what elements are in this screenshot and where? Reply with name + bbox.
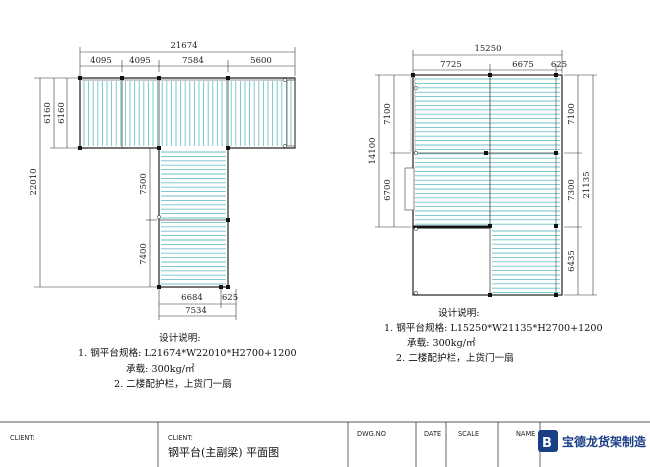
right-dim-left-seg: 7100 (383, 103, 393, 125)
left-columns (78, 76, 230, 289)
right-dim-left-overall: 14100 (368, 137, 378, 164)
company-logo: B 宝德龙货架制造 (538, 430, 647, 452)
logo-mark (538, 430, 558, 452)
column (78, 76, 82, 80)
left-notes-load: 承载: 300kg/㎡ (126, 363, 195, 375)
company-name: 宝德龙货架制造 (562, 434, 647, 449)
left-mid-dimensions (146, 148, 157, 287)
column-base (283, 144, 287, 148)
left-top-dimensions (79, 47, 296, 76)
logo-letter: B (542, 436, 552, 451)
right-notes-spec: 1. 钢平台规格: L15250*W21135*H2700+1200 (384, 322, 603, 334)
column (554, 224, 558, 228)
right-dim-top-seg: 7725 (440, 60, 462, 70)
right-notes-extra: 2. 二楼配护栏，上货门一扇 (396, 352, 514, 364)
right-notes-load: 承载: 300kg/㎡ (407, 337, 476, 349)
column (411, 73, 415, 77)
column (488, 73, 492, 77)
left-notes-extra: 2. 二楼配护栏，上货门一扇 (114, 378, 232, 390)
left-dim-top-seg: 4095 (129, 56, 151, 66)
left-dim-bottom-overall: 7534 (185, 306, 207, 316)
column-base (283, 78, 287, 82)
left-dim-top-seg: 4095 (90, 56, 112, 66)
left-dim-mid-lower: 7400 (139, 243, 149, 265)
left-dim-left-upper: 6160 (57, 102, 67, 124)
column (484, 151, 488, 155)
column-base (414, 86, 418, 90)
column (226, 76, 230, 80)
name-label: NAME (516, 430, 535, 438)
column (219, 285, 223, 289)
left-dim-top-seg: 7584 (182, 56, 204, 66)
right-loading-door (404, 167, 415, 211)
right-dim-right-seg: 7100 (567, 103, 577, 125)
left-dim-left-overall: 22010 (29, 168, 39, 195)
left-lower-deck-joists (161, 151, 226, 285)
client-label-secondary: CLIENT: (168, 434, 193, 442)
right-dim-overall-width: 15250 (474, 44, 501, 54)
column (554, 293, 558, 297)
column (554, 151, 558, 155)
left-dim-overall-width: 21674 (170, 41, 197, 51)
left-upper-deck-joists (83, 81, 292, 146)
left-bottom-dimensions (158, 289, 237, 320)
left-dim-left-upper: 6160 (43, 102, 53, 124)
dwg-no-label: DWG.NO (357, 430, 386, 438)
left-side-dimensions (34, 77, 157, 288)
right-right-dimensions (564, 74, 597, 296)
right-opening-area (415, 230, 489, 293)
left-dim-mid-upper: 7500 (139, 173, 149, 195)
title-block: CLIENT: CLIENT: 钢平台(主副梁) 平面图 DWG.NO DATE… (0, 421, 650, 467)
left-notes-title: 设计说明: (159, 332, 201, 344)
drawing-title: 钢平台(主副梁) 平面图 (168, 445, 279, 459)
right-left-dimensions (375, 74, 411, 228)
right-column-bases (414, 86, 418, 295)
right-dim-top-seg: 6675 (512, 60, 534, 70)
column-base (414, 291, 418, 295)
column-base (157, 215, 161, 219)
right-dim-top-seg: 625 (551, 60, 567, 70)
right-dim-left-seg: 6700 (383, 179, 393, 201)
left-dim-bottom-seg: 625 (222, 293, 238, 303)
column-base (414, 151, 418, 155)
column (226, 146, 230, 150)
right-notes-title: 设计说明: (438, 307, 480, 319)
left-notes-spec: 1. 钢平台规格: L21674*W22010*H2700+1200 (78, 347, 297, 359)
left-dim-top-seg: 5600 (250, 56, 272, 66)
right-top-dimensions (412, 50, 563, 73)
column (157, 285, 161, 289)
left-guardrail (286, 79, 296, 147)
right-dim-right-seg: 6435 (567, 250, 577, 272)
column (554, 73, 558, 77)
right-platform-plan: 15250 7725 6675 625 14100 7100 6700 7100… (368, 44, 603, 364)
left-dim-bottom-seg: 6684 (181, 293, 203, 303)
right-dim-right-overall: 21135 (582, 171, 592, 198)
column (157, 76, 161, 80)
right-columns (411, 73, 558, 297)
column (488, 224, 492, 228)
left-platform-plan: 21674 4095 4095 7584 5600 22010 6160 616… (29, 41, 297, 390)
column (78, 146, 82, 150)
right-dim-right-seg: 7300 (567, 179, 577, 201)
column-base (414, 227, 418, 231)
column (226, 285, 230, 289)
column (157, 146, 161, 150)
column (226, 218, 230, 222)
date-label: DATE (424, 430, 441, 438)
left-column-bases (157, 78, 287, 219)
column (488, 293, 492, 297)
right-deck-joists (415, 78, 560, 294)
scale-label: SCALE (458, 430, 479, 438)
column (120, 76, 124, 80)
client-label: CLIENT: (10, 434, 35, 442)
